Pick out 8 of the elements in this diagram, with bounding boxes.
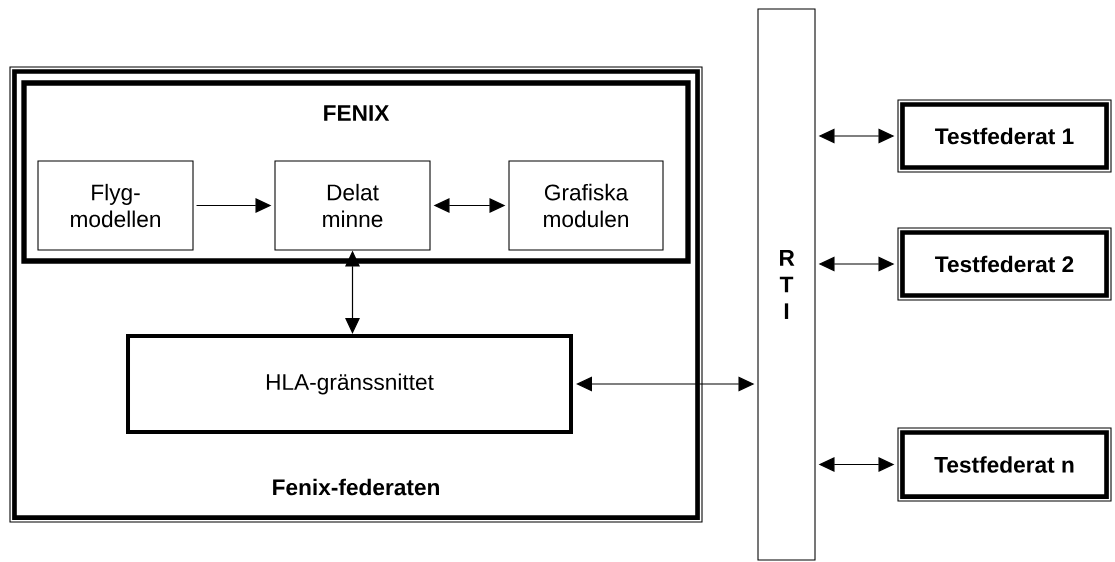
bus-bar: R T I — [757, 8, 816, 561]
process-box: Delat minne — [274, 160, 431, 251]
process-box: HLA-gränssnittet — [126, 334, 573, 434]
process-box: Flyg- modellen — [37, 160, 194, 251]
federate-box: Testfederat 2 — [897, 227, 1112, 301]
federate-box: Testfederat 1 — [897, 99, 1112, 173]
process-box: Grafiska modulen — [508, 160, 664, 251]
federate-box: Testfederat n — [897, 427, 1112, 502]
